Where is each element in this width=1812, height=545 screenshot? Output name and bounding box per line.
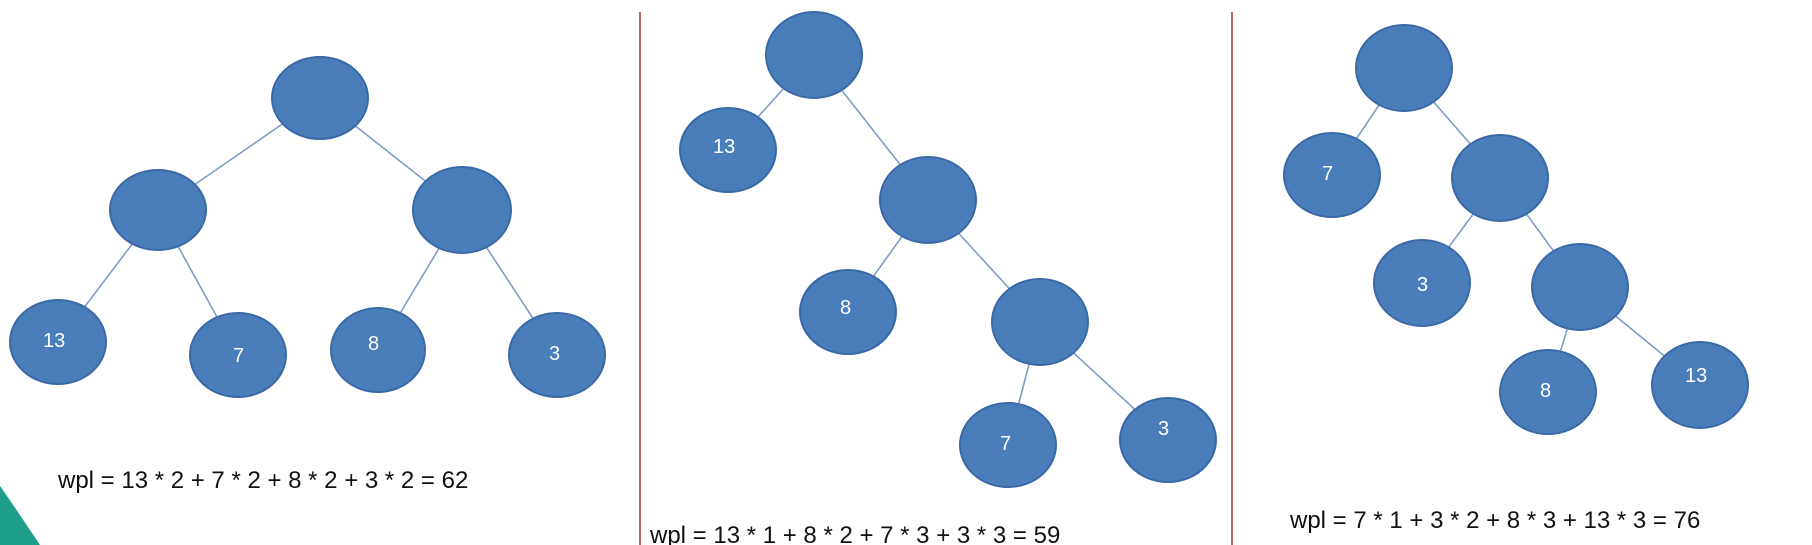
tree-3: 7 3 8 13 xyxy=(1283,24,1749,435)
tree-1-node-label-l4: 3 xyxy=(549,343,560,365)
tree-1-node-r xyxy=(271,56,369,140)
tree-2: 13 8 7 3 xyxy=(679,11,1217,488)
tree-1-node-label-l2: 7 xyxy=(233,345,244,367)
tree-2-node-l3 xyxy=(959,402,1057,488)
tree-1-node-b xyxy=(412,166,512,254)
tree-3-node-label-l4: 13 xyxy=(1685,365,1707,387)
tree-3-node-i2 xyxy=(1531,243,1629,331)
tree-2-node-i1 xyxy=(879,156,977,244)
tree-1-node-l4 xyxy=(508,312,606,398)
tree-3-node-l2 xyxy=(1373,239,1471,327)
tree-1-node-l2 xyxy=(189,312,287,398)
tree-1-node-l3 xyxy=(330,307,426,393)
formula-tree-1: wpl = 13 * 2 + 7 * 2 + 8 * 2 + 3 * 2 = 6… xyxy=(57,467,468,494)
tree-2-node-label-l4: 3 xyxy=(1158,418,1169,440)
corner-accent-shape xyxy=(0,486,40,545)
tree-3-node-l3 xyxy=(1499,349,1597,435)
tree-2-node-l1 xyxy=(679,107,777,193)
tree-3-node-label-l1: 7 xyxy=(1322,163,1333,185)
tree-2-node-l2 xyxy=(799,269,897,355)
tree-1-node-label-l3: 8 xyxy=(368,333,379,355)
formula-tree-3: wpl = 7 * 1 + 3 * 2 + 8 * 3 + 13 * 3 = 7… xyxy=(1289,507,1700,534)
tree-3-node-i1 xyxy=(1451,134,1549,222)
tree-2-node-label-l1: 13 xyxy=(713,136,735,158)
tree-3-node-l4 xyxy=(1651,341,1749,429)
tree-3-node-r xyxy=(1355,24,1453,112)
tree-1-node-a xyxy=(109,169,207,251)
tree-3-node-l1 xyxy=(1283,132,1381,218)
tree-3-node-label-l2: 3 xyxy=(1417,274,1428,296)
tree-2-node-label-l3: 7 xyxy=(1000,433,1011,455)
tree-2-node-label-l2: 8 xyxy=(840,297,851,319)
tree-1-node-l1 xyxy=(9,299,107,385)
tree-1-node-label-l1: 13 xyxy=(43,330,65,352)
tree-2-node-i2 xyxy=(991,278,1089,366)
formula-tree-2: wpl = 13 * 1 + 8 * 2 + 7 * 3 + 3 * 3 = 5… xyxy=(649,522,1060,545)
tree-2-node-r xyxy=(765,11,863,99)
tree-1: 13 7 8 3 xyxy=(9,56,606,398)
tree-2-node-l4 xyxy=(1119,397,1217,483)
tree-3-node-label-l3: 8 xyxy=(1540,380,1551,402)
